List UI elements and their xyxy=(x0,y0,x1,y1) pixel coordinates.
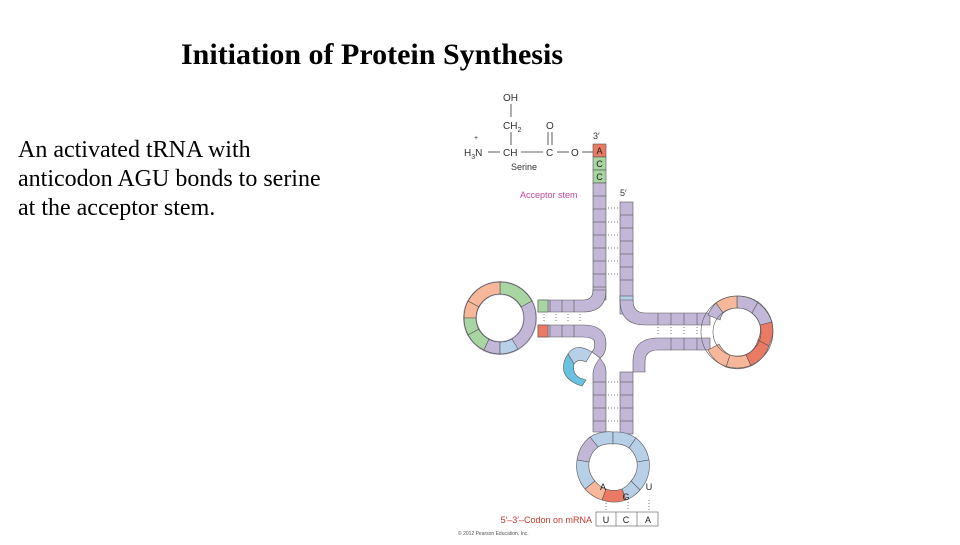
acceptor-bases: A C C xyxy=(592,143,607,184)
body-line-2: anticodon AGU bonds to serine xyxy=(18,166,321,192)
copyright-text: © 2012 Pearson Education, Inc. xyxy=(458,530,529,537)
codon-base-a: A xyxy=(645,515,651,525)
anticodon-label-a: A xyxy=(600,482,606,492)
slide-title: Initiation of Protein Synthesis xyxy=(181,38,563,71)
serine-ch: CH xyxy=(503,148,517,159)
codon-base-c: C xyxy=(623,515,630,525)
anticodon-stem xyxy=(592,357,634,435)
codon-base-u: U xyxy=(603,515,610,525)
slide-body-text: An activated tRNA with anticodon AGU bon… xyxy=(18,136,388,223)
variable-loop xyxy=(563,347,593,387)
serine-plus: + xyxy=(474,135,478,142)
d-arm xyxy=(463,281,607,359)
trna-svg: OH CH2 O + H3N CH C O Serine 3′ 5′ A C C… xyxy=(458,93,774,537)
codon-pairing-dots xyxy=(605,500,650,510)
anticodon-base-a xyxy=(584,480,607,501)
serine-structure: OH CH2 O + H3N CH C O Serine xyxy=(464,93,593,172)
serine-ch2: CH2 xyxy=(503,121,521,134)
serine-o-link: O xyxy=(571,148,579,159)
anticodon-label-u: U xyxy=(646,482,653,492)
anticodon-loop xyxy=(576,431,650,503)
body-line-1: An activated tRNA with xyxy=(18,137,251,163)
acceptor-base-c2-label: C xyxy=(596,172,603,182)
codon-label: 5′–3′–Codon on mRNA xyxy=(501,515,592,525)
serine-label: Serine xyxy=(511,162,537,172)
mrna-codon xyxy=(595,511,659,527)
acceptor-base-a-label: A xyxy=(596,146,602,156)
three-prime-label: 3′ xyxy=(593,131,600,141)
t-arm xyxy=(619,295,774,373)
trna-diagram: OH CH2 O + H3N CH C O Serine 3′ 5′ A C C… xyxy=(440,82,790,540)
acceptor-stem-label: Acceptor stem xyxy=(520,190,578,200)
serine-h3n: H3N xyxy=(464,148,482,161)
acceptor-base-c1-label: C xyxy=(596,159,603,169)
anticodon-label-g: G xyxy=(622,492,629,502)
serine-oh: OH xyxy=(503,93,518,104)
body-line-3: at the acceptor stem. xyxy=(18,195,216,221)
serine-c: C xyxy=(546,148,553,159)
serine-o-top: O xyxy=(546,121,554,132)
five-prime-label: 5′ xyxy=(620,188,627,198)
